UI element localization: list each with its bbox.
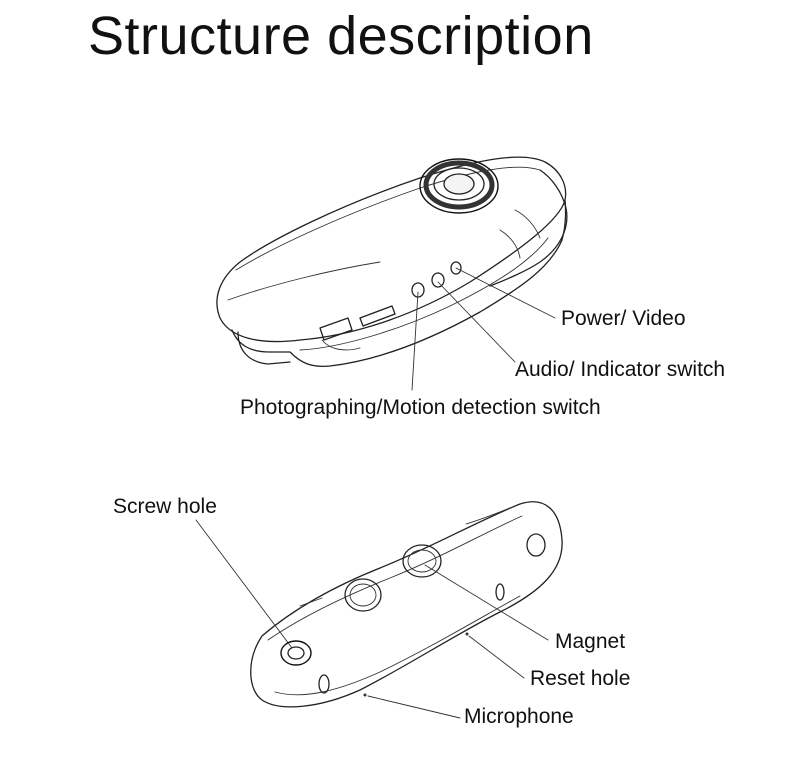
label-microphone: Microphone [464, 705, 574, 728]
leader-power [455, 267, 556, 319]
side-buttons [411, 261, 462, 298]
label-power-video: Power/ Video [561, 307, 686, 330]
reset-hole-icon [465, 632, 469, 636]
leader-screw [195, 519, 293, 649]
label-magnet: Magnet [555, 630, 626, 653]
magnet-icon [344, 544, 442, 612]
screw-hole-icon [280, 640, 312, 666]
top-device-body [216, 156, 567, 343]
label-audio-indicator-switch: Audio/ Indicator switch [515, 358, 726, 381]
leader-audio [437, 281, 516, 363]
leader-magnet [424, 564, 549, 641]
lens-icon [419, 158, 499, 214]
top-view-device [216, 156, 568, 391]
leader-photo [411, 291, 419, 391]
label-photo-motion-switch: Photographing/Motion detection switch [240, 396, 601, 419]
bottom-view-device [195, 501, 563, 719]
microphone-icon [363, 693, 367, 697]
label-screw-hole: Screw hole [113, 495, 217, 518]
label-reset-hole: Reset hole [530, 667, 631, 690]
leader-mic [367, 695, 461, 719]
bottom-device-body [250, 501, 563, 708]
leader-reset [468, 635, 525, 679]
page-title: Structure description [88, 6, 594, 66]
